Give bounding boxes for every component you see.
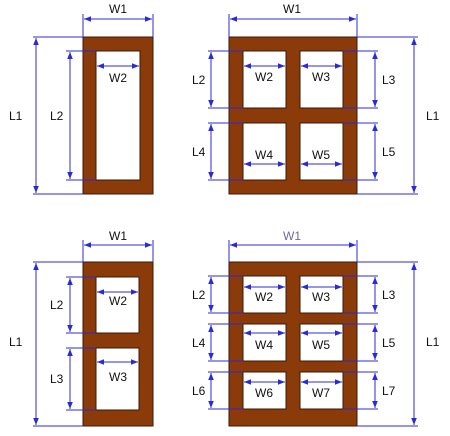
- label-l3: L3: [382, 73, 396, 87]
- pane-4-3: [242, 323, 287, 362]
- label-w2: W2: [255, 290, 273, 304]
- label-w5: W5: [312, 148, 330, 162]
- label-w1: W1: [109, 2, 127, 16]
- label-w2: W2: [255, 70, 273, 84]
- label-l4: L4: [192, 336, 206, 350]
- label-l6: L6: [192, 384, 206, 398]
- label-w1: W1: [109, 229, 127, 243]
- pane-2-4: [299, 122, 344, 181]
- pane-2-1: [242, 50, 287, 109]
- label-w2: W2: [109, 294, 127, 308]
- pane-4-2: [299, 275, 344, 314]
- diagram-two-pane: W1 W2 W3 L1 L2 L3: [9, 229, 154, 427]
- diagram-four-pane: W1 W2 W3 W4 W5 L2 L4 L3 L5 L1: [192, 2, 440, 195]
- diagram-six-pane: W1 W2 W3 W4 W5 W6 W7 L2 L4 L6 L3: [192, 229, 440, 427]
- label-w4: W4: [255, 148, 273, 162]
- label-w4: W4: [255, 338, 273, 352]
- label-l1: L1: [9, 109, 23, 123]
- pane-1-1: [95, 50, 141, 181]
- pane-4-5: [242, 371, 287, 410]
- label-l2: L2: [192, 288, 206, 302]
- label-l7: L7: [382, 384, 396, 398]
- label-w1: W1: [283, 229, 301, 243]
- pane-4-6: [299, 371, 344, 410]
- diagram-single-pane: W1 W2 L1 L2: [9, 2, 154, 195]
- label-w7: W7: [312, 386, 330, 400]
- label-w3: W3: [109, 370, 127, 384]
- label-l5: L5: [382, 336, 396, 350]
- label-l1: L1: [9, 335, 23, 349]
- label-w6: W6: [255, 386, 273, 400]
- pane-4-1: [242, 275, 287, 314]
- pane-2-2: [299, 50, 344, 109]
- label-l4: L4: [192, 145, 206, 159]
- label-l2: L2: [50, 298, 64, 312]
- label-w3: W3: [312, 290, 330, 304]
- pane-3-1: [95, 276, 140, 334]
- label-l2: L2: [50, 109, 64, 123]
- label-w2: W2: [109, 71, 127, 85]
- label-w3: W3: [312, 70, 330, 84]
- pane-3-2: [95, 347, 140, 411]
- label-l2: L2: [192, 73, 206, 87]
- label-l3: L3: [382, 288, 396, 302]
- label-l3: L3: [50, 372, 64, 386]
- label-w5: W5: [312, 338, 330, 352]
- label-l5: L5: [382, 145, 396, 159]
- pane-4-4: [299, 323, 344, 362]
- label-l1: L1: [426, 335, 440, 349]
- label-l1: L1: [426, 109, 440, 123]
- pane-2-3: [242, 122, 287, 181]
- label-w1: W1: [283, 2, 301, 16]
